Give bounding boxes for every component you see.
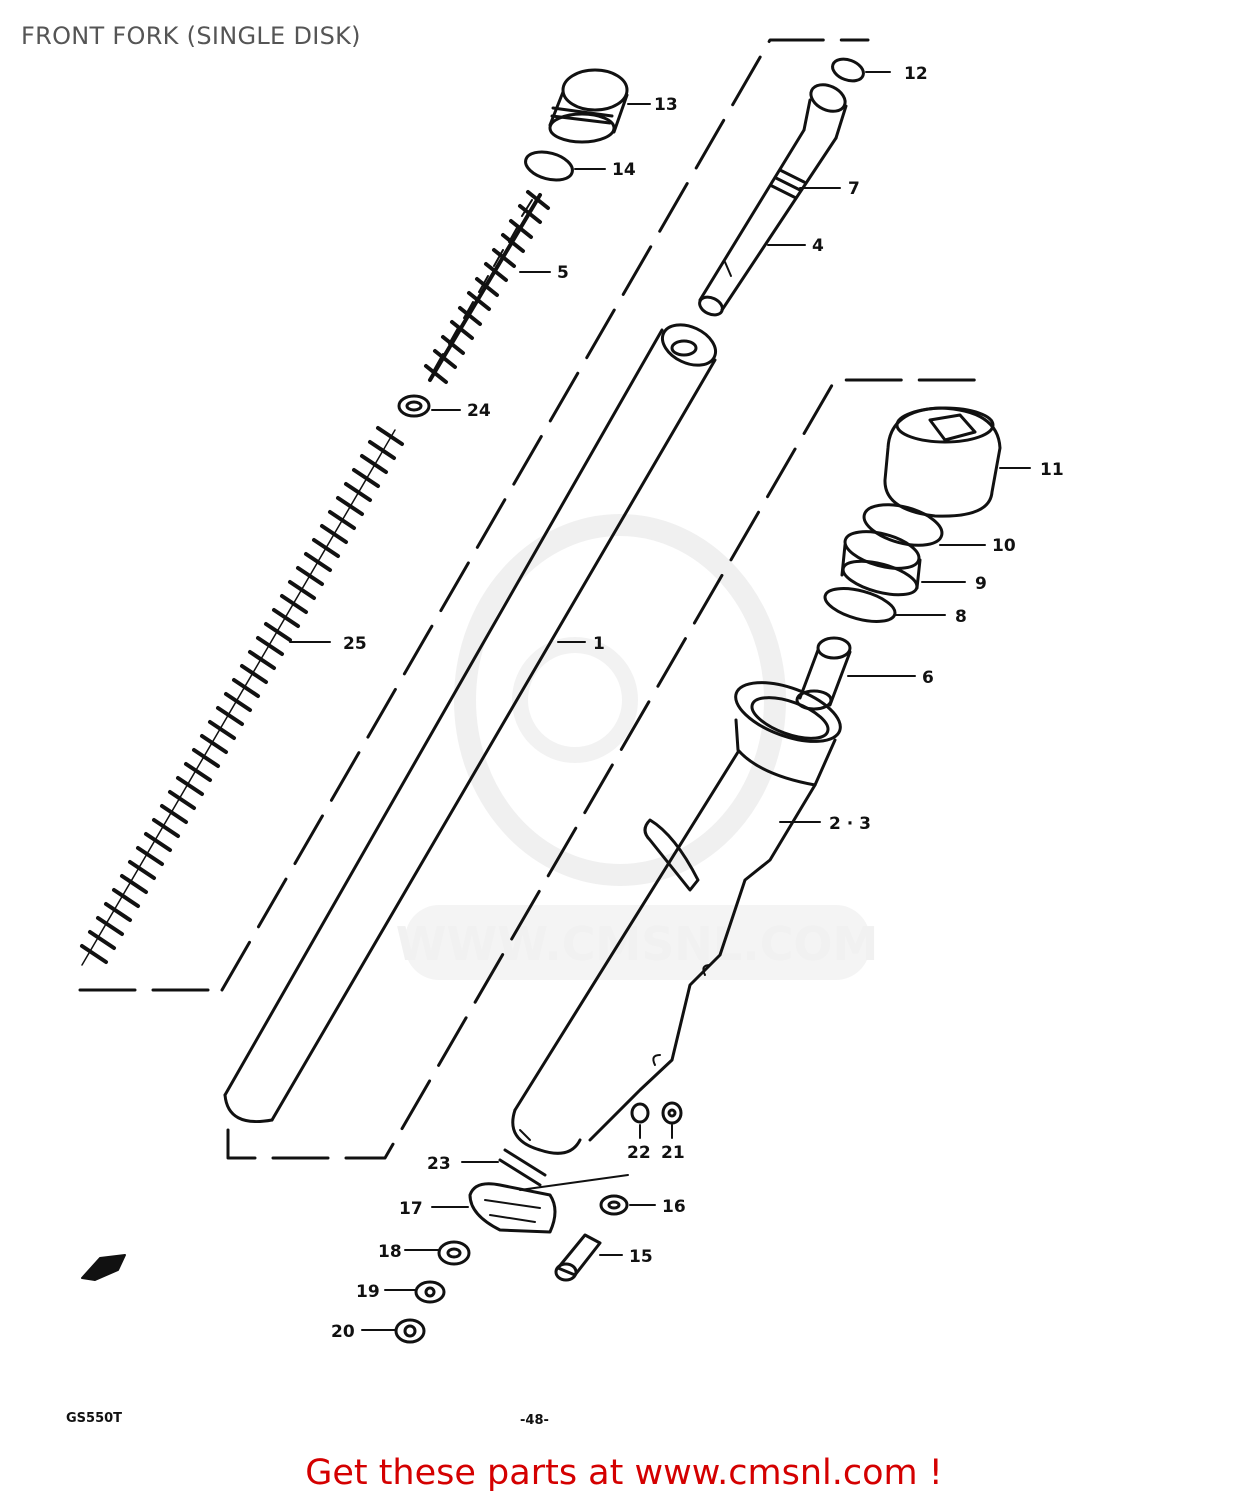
callout-labels: 13 14 5 24 25 1 12 7 4 11 10 9 8 6 2 · 3… [331,64,1064,1342]
assembly-bracket-left [78,38,870,992]
part-16-washer [599,1194,629,1216]
part-11-dust-seal [883,406,1002,518]
callout-12: 12 [904,64,928,84]
part-7-ring [770,168,806,200]
part-17-axle-holder [468,1182,557,1234]
part-19-spring-washer [414,1280,446,1304]
front-arrow-icon [81,1254,126,1281]
part-8-spacer [823,587,897,623]
part-15-bolt [554,1233,602,1282]
callout-23: 23 [427,1154,451,1174]
assembly-bracket-right [226,378,992,1160]
callout-17: 17 [399,1199,423,1219]
footer-link[interactable]: Get these parts at www.cmsnl.com ! [305,1453,943,1493]
exploded-parts-diagram: WWW.CMSNL.COM [66,38,1064,1428]
callout-25: 25 [343,634,367,654]
callout-4: 4 [812,236,824,256]
callout-21: 21 [661,1143,685,1163]
leader-lines [289,71,1031,1331]
callout-19: 19 [356,1282,380,1302]
part-20-nut [394,1318,426,1344]
watermark-text: WWW.CMSNL.COM [396,917,879,971]
callout-10: 10 [992,536,1016,556]
callout-14: 14 [612,160,636,180]
part-21-nut [661,1101,683,1125]
callout-9: 9 [975,574,987,594]
part-4-damper-rod [698,83,848,317]
part-22-washer [630,1102,650,1124]
callout-5: 5 [557,263,569,283]
part-6-oil-lock-piece [795,636,852,711]
part-13-cap-bolt [548,68,629,144]
callout-20: 20 [331,1322,355,1342]
callout-24: 24 [467,401,491,421]
part-10-stopper-ring [862,503,944,547]
callout-6: 6 [922,668,934,688]
callout-22: 22 [627,1143,651,1163]
page-title: FRONT FORK (SINGLE DISK) [21,22,361,50]
callout-7: 7 [848,179,860,199]
part-25-long-spring [80,426,404,966]
part-23-stud [498,1148,629,1191]
callout-18: 18 [378,1242,402,1262]
callout-16: 16 [662,1197,686,1217]
page-number: -48- [520,1413,549,1428]
callout-15: 15 [629,1247,653,1267]
callout-13: 13 [654,95,678,115]
part-2-3-outer-tube [511,681,842,1155]
part-12-seal [831,57,865,83]
part-24-washer [397,394,431,418]
callout-1: 1 [593,634,605,654]
callout-11: 11 [1040,460,1064,480]
callout-8: 8 [955,607,967,627]
part-5-spring [424,190,550,384]
part-1-inner-tube [223,323,717,1124]
part-14-o-ring [524,150,574,182]
callout-2-3: 2 · 3 [829,814,871,834]
part-9-oil-seal [840,530,922,597]
model-code: GS550T [66,1411,122,1426]
part-18-washer [437,1240,471,1266]
